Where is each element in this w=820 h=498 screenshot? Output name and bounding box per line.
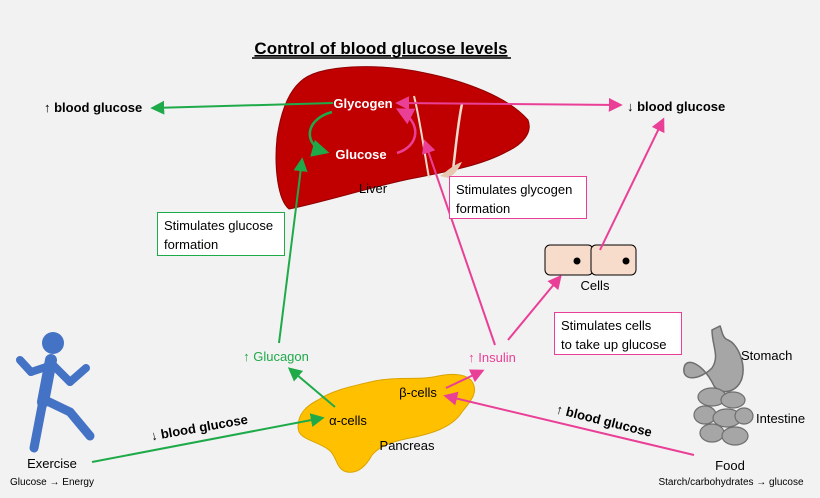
glycogen-label: Glycogen: [333, 96, 392, 111]
insulin-effect-line2: formation: [456, 201, 511, 216]
intestine-icon: [693, 387, 754, 446]
cell-icon: [544, 244, 637, 276]
glycogen-to-lower-arrow: [395, 96, 623, 112]
glucagon-label: ↑ Glucagon: [243, 349, 309, 364]
exercise-sub-label: Glucose → Energy: [10, 477, 94, 488]
diagram-title: Control of blood glucose levels: [254, 39, 507, 58]
stomach-label: Stomach: [741, 348, 792, 363]
intestine-label: Intestine: [756, 411, 805, 426]
cells-effect-line1: Stimulates cells: [561, 318, 652, 333]
food-to-beta-arrow: [443, 391, 695, 456]
beta-cells-label: β-cells: [399, 385, 437, 400]
insulin-to-cells-arrow: [507, 274, 562, 341]
pancreas-label: Pancreas: [380, 438, 435, 453]
insulin-label: ↑ Insulin: [468, 350, 516, 365]
runner-icon: [16, 332, 95, 453]
food-label: Food: [715, 458, 745, 473]
glucose-to-glycogen-arrow: [395, 108, 417, 155]
increase-blood-glucose-label: ↑ blood glucose: [44, 100, 142, 115]
exercise-to-alpha-arrow: [91, 413, 325, 463]
liver-label: Liver: [359, 181, 388, 196]
glycogen-to-glucose-arrow: [308, 110, 333, 157]
beta-to-insulin-arrow: [445, 369, 485, 389]
food-sub-label: Starch/carbohydrates → glucose: [658, 477, 804, 488]
glucagon-effect-line1: Stimulates glucose: [164, 218, 274, 233]
glucagon-effect-box: Stimulates glucose formation: [157, 212, 285, 256]
decrease-blood-glucose-label: ↓ blood glucose: [627, 99, 725, 114]
cells-label: Cells: [581, 278, 610, 293]
exercise-arrow-label: ↓ blood glucose: [150, 412, 249, 444]
insulin-to-glycogen-arrow: [422, 139, 496, 346]
cells-to-lower-arrow: [599, 117, 665, 251]
pancreas-shape: [297, 373, 476, 473]
alpha-to-glucagon-arrow: [287, 367, 336, 408]
insulin-effect-line1: Stimulates glycogen: [456, 182, 573, 197]
glucose-label: Glucose: [335, 147, 386, 162]
stomach-icon: [683, 324, 744, 393]
alpha-cells-label: α-cells: [329, 413, 367, 428]
glucagon-effect-line2: formation: [164, 237, 219, 252]
cells-effect-line2: to take up glucose: [561, 337, 667, 352]
insulin-effect-box: Stimulates glycogen formation: [449, 176, 587, 219]
glucagon-to-glucose-arrow: [278, 157, 308, 344]
glycogen-to-raise-arrow: [150, 100, 334, 115]
exercise-label: Exercise: [27, 456, 77, 471]
cells-effect-box: Stimulates cells to take up glucose: [554, 312, 682, 355]
